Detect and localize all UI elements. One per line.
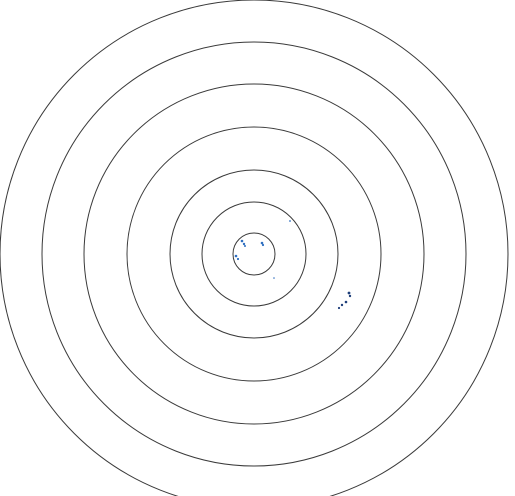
marker-1 (240, 239, 244, 243)
marker-12 (344, 300, 348, 304)
markers-layer (234, 220, 352, 310)
marker-5 (261, 243, 265, 247)
marker-13 (340, 303, 344, 307)
ring-6 (41, 41, 467, 467)
marker-11 (348, 294, 352, 298)
marker-6 (234, 254, 238, 258)
marker-8 (289, 220, 291, 222)
marker-7 (236, 257, 240, 261)
marker-10 (347, 291, 351, 295)
marker-2 (242, 242, 246, 246)
ring-3 (169, 169, 339, 339)
marker-14 (337, 306, 341, 310)
ring-5 (83, 83, 425, 425)
marker-9 (273, 277, 275, 279)
ring-2 (201, 201, 307, 307)
marker-4 (260, 241, 264, 245)
ring-4 (126, 126, 382, 382)
marker-3 (244, 245, 246, 247)
ring-1 (232, 232, 276, 276)
